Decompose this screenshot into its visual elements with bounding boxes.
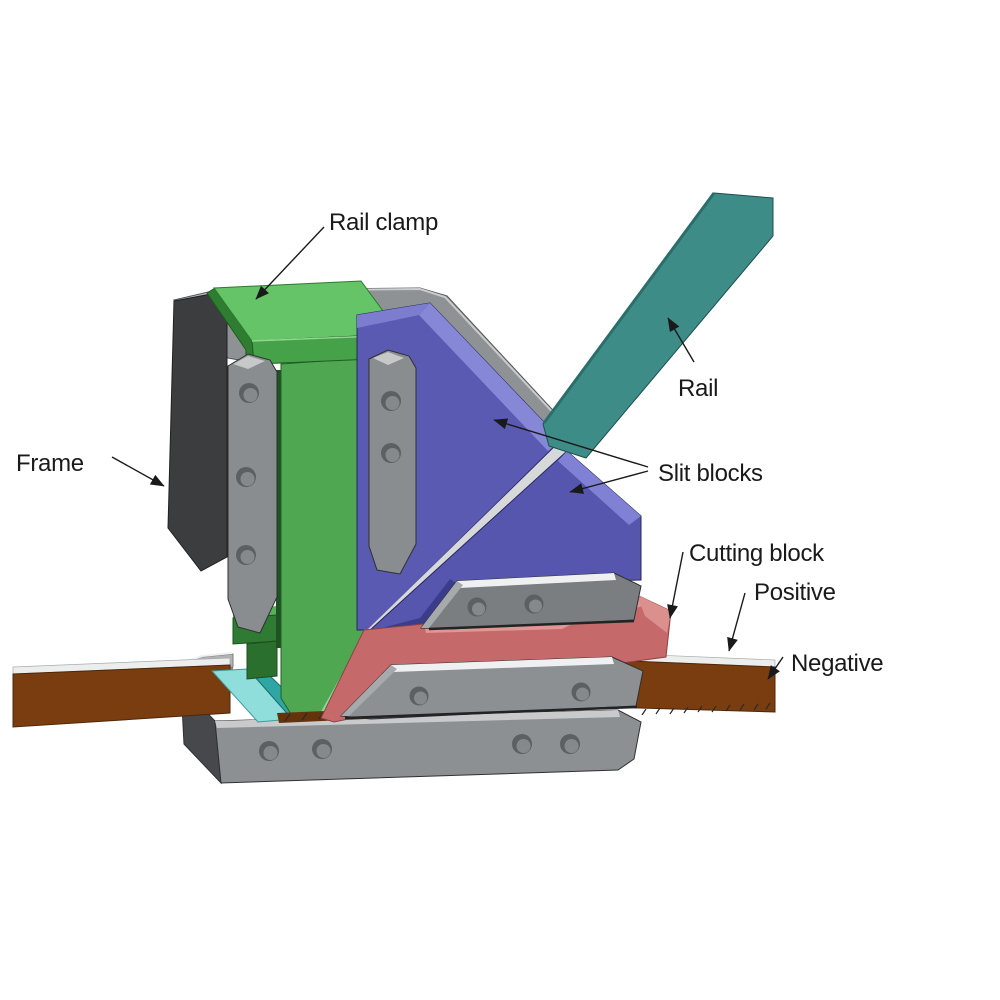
frame-body: [167, 290, 228, 572]
arrow-positive: [727, 592, 746, 652]
base-plate-top-highlight: [215, 710, 620, 728]
annotations: Rail clamp Rail Frame Slit blocks Cuttin…: [16, 209, 884, 680]
label-frame: Frame: [16, 450, 84, 477]
slit-block-upper-bevel: [419, 303, 561, 451]
bolt-hole: [236, 467, 256, 487]
arrow-cutting-block: [667, 551, 684, 619]
bolt-hole: [236, 545, 256, 565]
label-rail-clamp: Rail clamp: [329, 209, 438, 236]
bolt-hole: [381, 443, 401, 463]
clamp-bar-upper-bevel: [421, 581, 463, 628]
bolt-hole: [571, 682, 591, 702]
label-negative: Negative: [791, 650, 883, 677]
bolt-hole: [467, 597, 487, 617]
clamp-foot-step2: [246, 640, 278, 680]
clamp-bar-upper-highlight: [457, 573, 616, 588]
serration-marks-right: [641, 702, 771, 716]
bolt-hole: [524, 594, 544, 614]
arrow-frame: [111, 456, 165, 487]
clamp-plate-left: [227, 353, 278, 634]
bolt-hole: [239, 383, 259, 403]
bolt-hole: [259, 741, 279, 761]
label-positive: Positive: [754, 579, 836, 606]
rail: [542, 192, 774, 459]
clamp-bar-lower-highlight: [391, 657, 614, 672]
arrow-slit-block-upper: [493, 418, 649, 468]
label-cutting-block: Cutting block: [689, 540, 825, 567]
negative-strip-left: [12, 664, 231, 728]
bolt-hole: [409, 686, 429, 706]
rail-edge-shadow: [542, 192, 716, 424]
clamp-bar-lower-shadow: [344, 705, 638, 720]
clamp-bar-upper-shadow: [428, 619, 635, 631]
arrow-negative: [767, 656, 784, 680]
arrow-rail-clamp: [255, 226, 325, 300]
clamp-plate-left-bevel: [233, 356, 265, 369]
slit-block-lower-bevel: [558, 451, 641, 525]
bolt-hole: [512, 734, 532, 754]
clamp-bar-lower-bevel: [341, 665, 397, 716]
bolt-hole: [381, 391, 401, 411]
cutting-block-top-right: [637, 595, 671, 633]
label-rail: Rail: [678, 375, 718, 402]
slit-block-upper-top: [357, 303, 430, 328]
assembly: [12, 192, 776, 785]
bolt-hole: [312, 739, 332, 759]
bolt-hole: [560, 734, 580, 754]
arrow-slit-block-lower: [569, 470, 649, 494]
label-slit-blocks: Slit blocks: [658, 460, 763, 487]
clamp-plate-right-bevel: [373, 352, 404, 365]
arrow-rail: [667, 317, 695, 363]
